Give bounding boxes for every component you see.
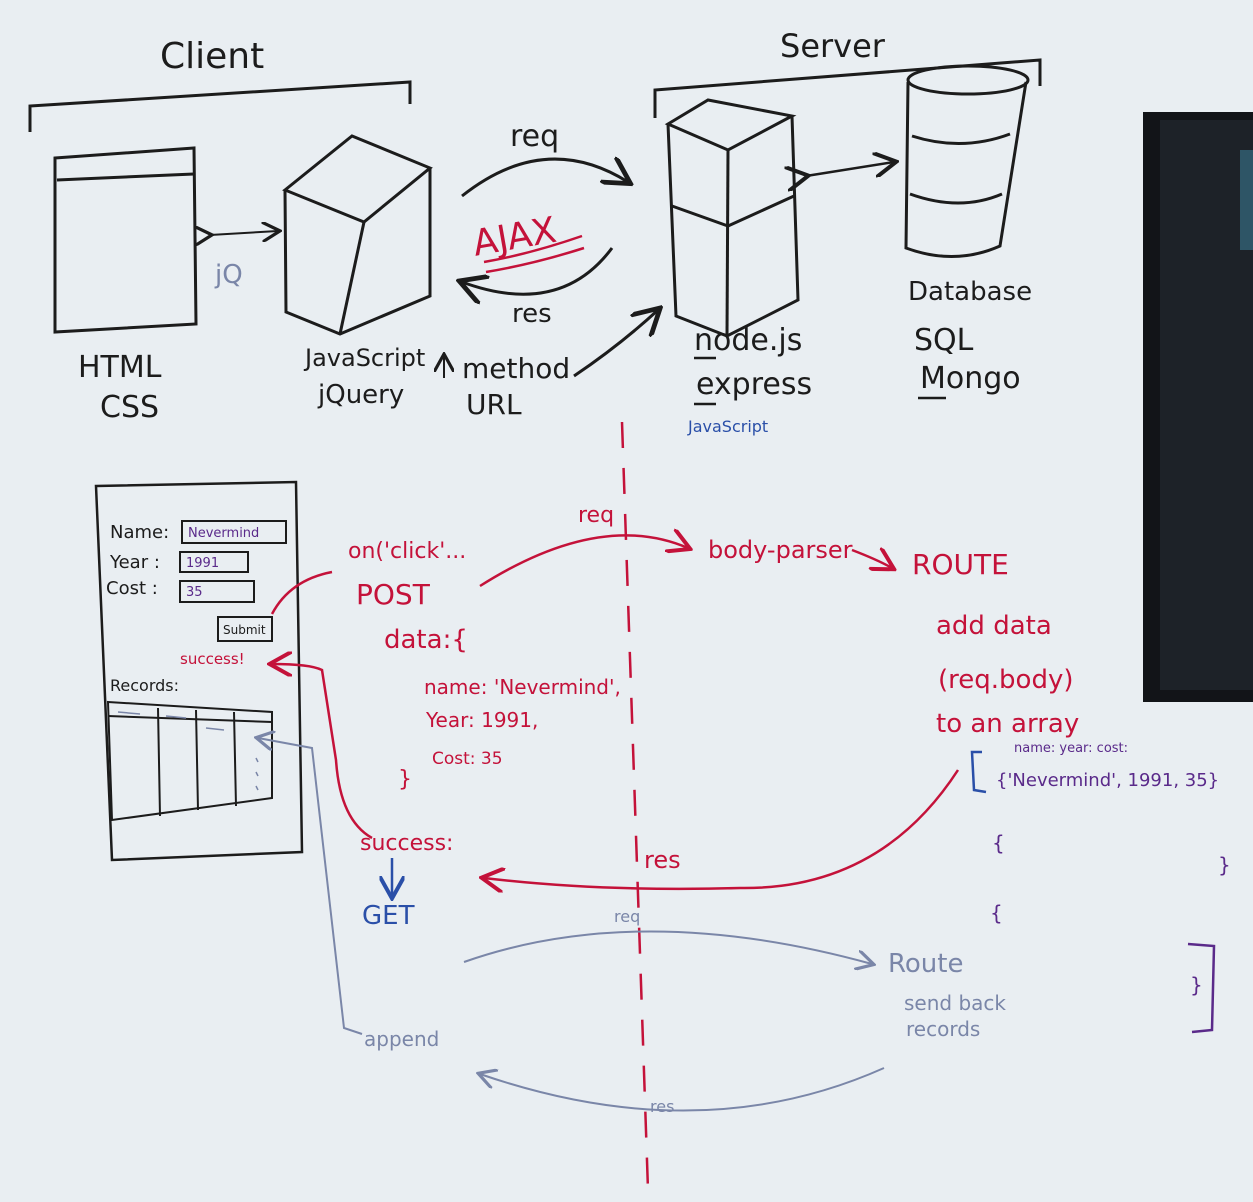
javascript-label: JavaScript	[303, 344, 425, 372]
sql-label: SQL	[914, 323, 974, 358]
submit-button	[217, 616, 273, 642]
client-label: Client	[160, 36, 264, 77]
array-record-3: {	[990, 901, 1003, 925]
array-keys-label: name: year: cost:	[1014, 741, 1128, 756]
server-label: Server	[780, 27, 886, 65]
records-table	[106, 700, 273, 822]
res-label-red: res	[644, 846, 681, 874]
cost-field-value: 35	[186, 585, 203, 600]
jquery-label: jQuery	[317, 380, 404, 410]
route-label-blue: Route	[888, 949, 963, 979]
array-bracket-open	[970, 750, 987, 794]
data-cost-line: Cost: 35	[432, 749, 503, 769]
success-callback-label: success:	[360, 831, 453, 856]
database-label: Database	[908, 277, 1032, 307]
year-field	[179, 551, 249, 573]
name-field-value: Nevermind	[188, 526, 259, 541]
array-bracket-close	[1187, 942, 1216, 1034]
submit-button-label: Submit	[223, 623, 266, 637]
name-field	[181, 520, 287, 544]
res-label-blue: res	[650, 1097, 674, 1116]
send-back-line1: send back	[904, 991, 1006, 1015]
body-parser-label: body-parser	[708, 536, 853, 564]
nodejs-label: node.js	[694, 323, 802, 358]
server-tower-icon	[664, 98, 800, 338]
req-arrow-top	[461, 159, 628, 198]
route-desc-line2: (req.body)	[938, 665, 1073, 695]
submit-to-onclick-line	[270, 570, 333, 615]
route-desc-line3: to an array	[936, 709, 1079, 739]
success-to-form-arrow	[272, 664, 373, 840]
data-close-label: }	[398, 767, 412, 792]
append-label: append	[364, 1027, 439, 1051]
form-mockup	[94, 480, 304, 862]
server-database-arrow	[806, 162, 894, 176]
array-record-2-close: }	[1218, 853, 1231, 877]
records-table-dashes	[117, 711, 259, 791]
get-res-arrow	[480, 1067, 885, 1112]
cost-field	[179, 580, 255, 603]
javascript-cube-icon	[282, 134, 433, 336]
get-req-arrow	[463, 930, 872, 964]
array-first-record: {'Nevermind', 1991, 35}	[996, 770, 1219, 791]
year-field-label: Year :	[109, 552, 160, 573]
url-label: URL	[466, 388, 522, 421]
body-parser-to-route-arrow	[851, 550, 892, 568]
server-bracket	[653, 58, 1042, 118]
node-language-label: JavaScript	[687, 417, 768, 436]
jq-label: jQ	[214, 260, 243, 290]
post-label: POST	[356, 578, 431, 611]
req-label-blue: req	[614, 907, 640, 926]
name-field-label: Name:	[110, 522, 169, 543]
req-label-top: req	[510, 119, 559, 154]
html-label: HTML	[78, 350, 162, 385]
browser-window-icon	[53, 146, 198, 334]
ajax-underline	[483, 234, 585, 274]
array-record-3-close: }	[1190, 973, 1203, 997]
route-label-red: ROUTE	[912, 548, 1009, 581]
tv-screen	[1143, 112, 1253, 702]
post-req-arrow	[479, 535, 688, 588]
route-desc-line1: add data	[936, 611, 1052, 641]
array-record-2: {	[992, 831, 1005, 855]
append-to-table-arrow	[258, 738, 363, 1035]
method-label: method	[462, 352, 570, 385]
css-label: CSS	[100, 390, 159, 425]
get-label: GET	[362, 901, 415, 931]
database-cylinder-icon	[904, 64, 1030, 258]
data-open-label: data:{	[384, 625, 468, 655]
mongo-label: Mongo	[920, 361, 1021, 396]
req-label-red: req	[578, 503, 614, 528]
cost-field-label: Cost :	[106, 578, 158, 599]
method-to-server-arrow	[573, 310, 658, 378]
data-name-line: name: 'Nevermind',	[424, 675, 621, 699]
success-message: success!	[180, 650, 245, 668]
res-label-top: res	[512, 299, 552, 329]
send-back-line2: records	[906, 1017, 980, 1041]
onclick-label: on('click'...	[348, 539, 466, 564]
client-server-divider	[620, 421, 650, 1191]
res-arrow-top	[462, 247, 614, 294]
data-year-line: Year: 1991,	[425, 708, 538, 732]
records-label: Records:	[110, 676, 179, 695]
year-field-value: 1991	[186, 556, 219, 571]
res-red-arrow	[484, 769, 960, 889]
client-bracket	[28, 80, 412, 132]
express-label: express	[696, 367, 812, 402]
jq-double-arrow	[210, 231, 278, 235]
